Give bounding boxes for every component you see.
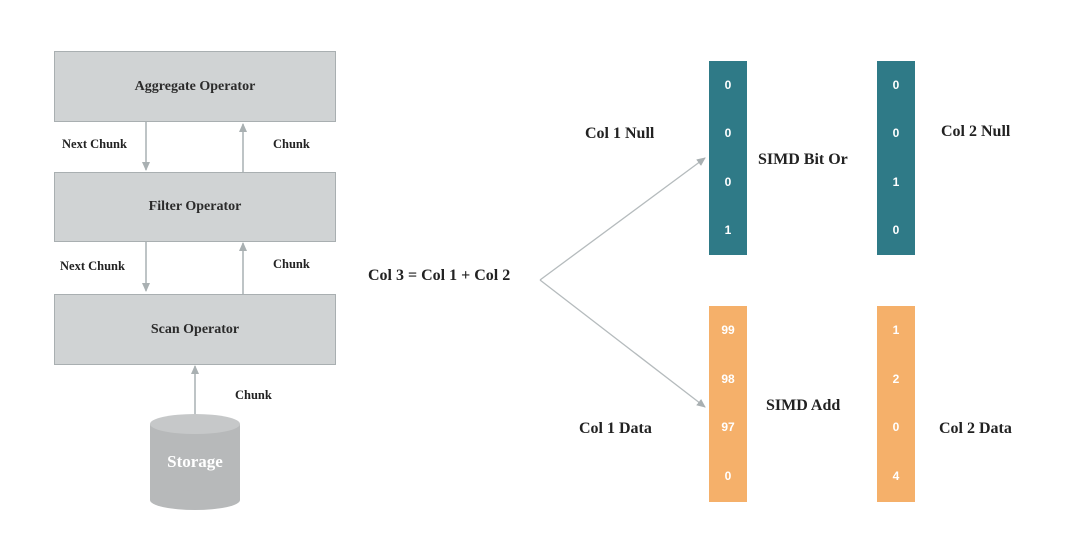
col2-null-cell: 0	[892, 126, 900, 140]
next-chunk-label-1: Next Chunk	[62, 137, 127, 151]
col1-null-column: 0 0 0 1	[709, 61, 747, 255]
col2-data-label: Col 2 Data	[939, 420, 1012, 437]
filter-operator-label: Filter Operator	[148, 199, 242, 214]
chunk-label-2: Chunk	[273, 257, 310, 271]
aggregate-operator-box: Aggregate Operator	[54, 51, 336, 122]
col2-data-cell: 0	[892, 420, 900, 434]
col2-null-column: 0 0 1 0	[877, 61, 915, 255]
col1-data-label: Col 1 Data	[579, 420, 652, 437]
simd-add-label: SIMD Add	[766, 397, 841, 414]
col2-data-column: 1 2 0 4	[877, 306, 915, 502]
col1-data-cell: 99	[721, 323, 735, 337]
col1-null-label: Col 1 Null	[585, 125, 655, 142]
filter-operator-box: Filter Operator	[54, 172, 336, 242]
col2-null-cell: 0	[892, 223, 900, 237]
col1-data-cell: 97	[721, 420, 735, 434]
col1-null-cell: 0	[724, 175, 732, 189]
col2-data-cell: 4	[892, 469, 900, 483]
col2-null-label: Col 2 Null	[941, 123, 1011, 140]
scan-operator-label: Scan Operator	[150, 321, 240, 337]
simd-bit-or-label: SIMD Bit Or	[758, 151, 848, 168]
col1-null-cell: 0	[724, 78, 732, 92]
col1-data-column: 99 98 97 0	[709, 306, 747, 502]
expression-arrow-null	[539, 157, 706, 281]
col2-data-cell: 2	[892, 372, 900, 386]
expression-arrow-data	[539, 279, 706, 408]
col2-data-cell: 1	[892, 323, 900, 337]
storage-cylinder	[150, 414, 240, 510]
chunk-label-1: Chunk	[273, 137, 310, 151]
col2-null-cell: 0	[892, 78, 900, 92]
chunk-label-3: Chunk	[235, 388, 272, 402]
col1-data-cell: 0	[724, 469, 732, 483]
aggregate-operator-label: Aggregate Operator	[134, 78, 256, 94]
col2-null-cell: 1	[892, 175, 900, 189]
scan-operator-box: Scan Operator	[54, 294, 336, 365]
col1-data-cell: 98	[721, 372, 735, 386]
expression-label: Col 3 = Col 1 + Col 2	[368, 267, 511, 284]
col1-null-cell: 1	[724, 223, 732, 237]
next-chunk-label-2: Next Chunk	[60, 259, 125, 273]
storage-label: Storage	[167, 452, 223, 471]
col1-null-cell: 0	[724, 126, 732, 140]
